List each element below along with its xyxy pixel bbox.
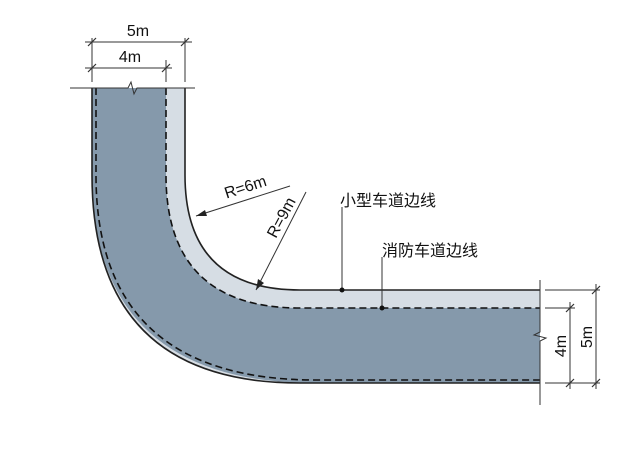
fire-lane-road	[92, 88, 540, 383]
dimension-top-4m: 4m	[85, 49, 172, 82]
right-break-line	[532, 280, 548, 405]
dimension-right-5m: 5m	[545, 284, 601, 389]
dim-label-right-4m: 4m	[553, 335, 570, 357]
small-vehicle-edge-label: 小型车道边线	[340, 191, 436, 210]
dim-label-right-5m: 5m	[579, 326, 596, 348]
dimension-right-4m: 4m	[545, 302, 600, 389]
outer-edge-line	[91, 88, 540, 384]
dimension-top-5m: 5m	[85, 23, 192, 82]
radius-9m-annotation: R=9m	[255, 191, 307, 291]
top-break-line	[70, 80, 195, 96]
radius-9m-label: R=9m	[264, 195, 299, 241]
fire-lane-edge-label: 消防车道边线	[382, 241, 478, 260]
dim-label-top-5m: 5m	[127, 23, 149, 40]
small-vehicle-edge-line	[184, 88, 540, 291]
small-vehicle-edge-callout: 小型车道边线	[339, 191, 436, 293]
fire-lane-outer-dashed-edge	[95, 88, 540, 381]
dim-label-top-4m: 4m	[119, 49, 141, 66]
radius-6m-label: R=6m	[222, 173, 268, 202]
fire-lane-edge-callout: 消防车道边线	[379, 241, 478, 311]
